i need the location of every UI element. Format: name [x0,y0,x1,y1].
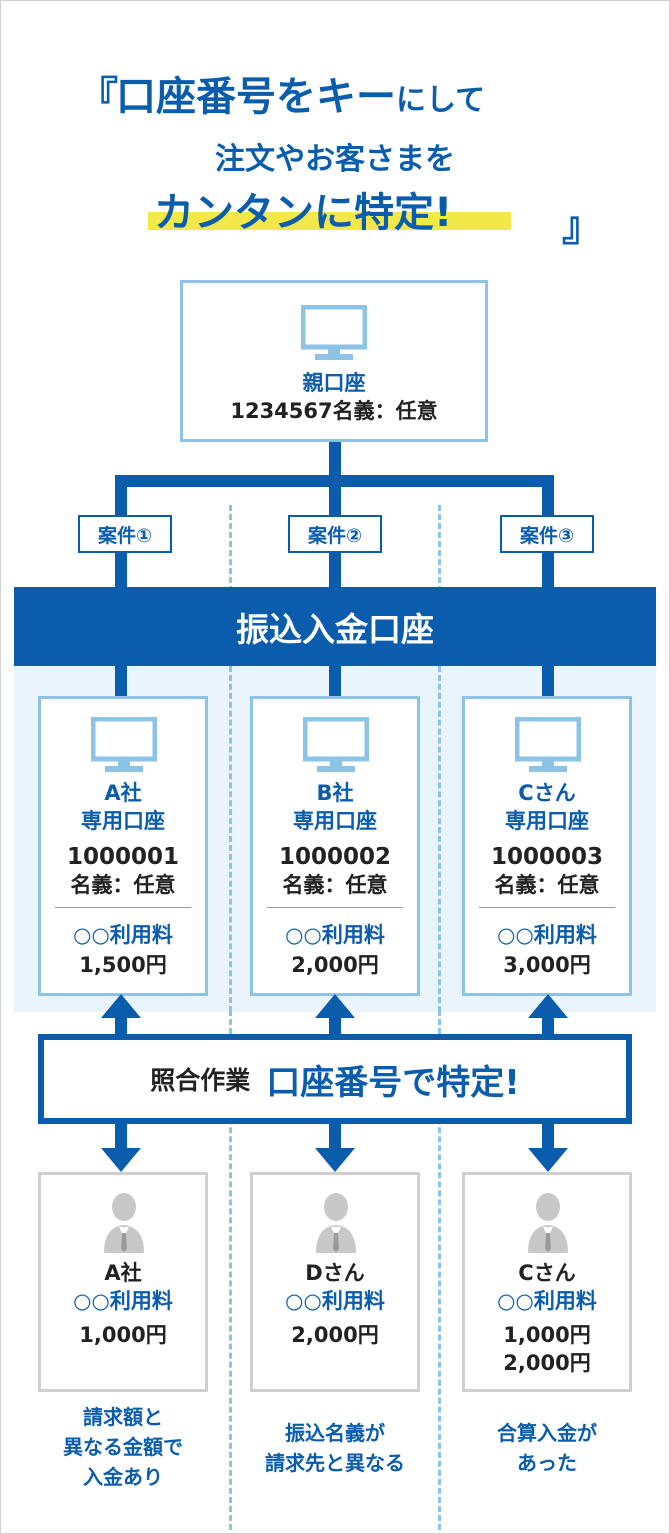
column-divider-left [229,666,232,1012]
account-number: 1000001 [66,844,180,870]
column-divider-right [438,505,441,1530]
fee-amount: 3,000円 [503,953,591,977]
account-number: 1000002 [278,844,392,870]
fee-label: ○○利用料 [497,923,597,947]
fee-label: ○○利用料 [73,923,173,947]
headline-suffix: にして [396,83,486,118]
fee-amount: 1,500円 [79,953,167,977]
fee-label: ○○利用料 [285,1289,385,1313]
note-line: 請求先と異なる [265,1451,405,1475]
headline-key-phrase: 口座番号をキー [116,74,396,120]
account-name: B社 [316,781,354,805]
matching-box: 照合作業 口座番号で特定! [38,1034,632,1124]
note-line: 異なる金額で [63,1435,183,1459]
note-line: あった [517,1451,577,1475]
payer-amount: 1,000円 [79,1323,167,1347]
transfer-account-banner: 振込入金口座 [14,587,656,666]
computer-monitor-icon [515,717,581,772]
account-holder: 名義：任意 [494,873,600,897]
case-tag-3: 案件③ [500,515,594,553]
note-line: 請求額と [83,1405,163,1429]
matching-emphasis: 口座番号で特定! [266,1062,520,1103]
payer-amount: 2,000円 [503,1351,591,1375]
account-type: 専用口座 [505,809,589,833]
person-icon [316,1193,356,1253]
account-type: 専用口座 [81,809,165,833]
computer-monitor-icon [303,717,369,772]
account-holder: 名義：任意 [282,873,388,897]
fee-amount: 2,000円 [291,953,379,977]
note-line: 合算入金が [497,1421,597,1445]
tree-connector [542,664,554,698]
headline-line1: 口座番号をキーにして [116,64,485,122]
account-name: A社 [104,781,142,805]
person-icon [104,1193,144,1253]
headline-highlight [148,212,511,230]
note-line: 入金あり [83,1465,163,1489]
case-tag-1: 案件① [78,515,172,553]
tree-connector [329,440,341,480]
case-tag-2: 案件② [288,515,382,553]
fee-label: ○○利用料 [285,923,385,947]
tree-connector [329,664,341,698]
fee-label: ○○利用料 [73,1289,173,1313]
payer-name: A社 [104,1261,142,1285]
account-type: 専用口座 [293,809,377,833]
computer-monitor-icon [301,305,367,360]
tree-connector [115,664,127,698]
person-icon [528,1193,568,1253]
divider [55,907,191,908]
parent-account-detail: 1234567名義：任意 [230,399,438,423]
close-quote: 』 [562,204,602,250]
headline-line2: 注文やお客さまを [215,142,455,177]
payer-box-a: A社 ○○利用料 1,000円 [38,1172,208,1392]
account-box-c: Cさん 専用口座 1000003 名義：任意 ○○利用料 3,000円 [462,696,632,996]
payer-amount: 1,000円 [503,1323,591,1347]
payer-name: Cさん [518,1261,576,1285]
account-box-a: A社 専用口座 1000001 名義：任意 ○○利用料 1,500円 [38,696,208,996]
column-divider-right [438,666,441,1012]
fee-label: ○○利用料 [497,1289,597,1313]
parent-account-label: 親口座 [302,371,366,395]
payer-name: Dさん [305,1261,365,1285]
computer-monitor-icon [91,717,157,772]
parent-account-box: 親口座 1234567名義：任意 [180,280,488,442]
account-name: Cさん [518,781,576,805]
column-divider-left [229,505,232,1530]
payer-note-a: 請求額と 異なる金額で 入金あり [20,1402,226,1492]
matching-label: 照合作業 [150,1066,251,1095]
payer-box-d: Dさん ○○利用料 2,000円 [250,1172,420,1392]
account-number: 1000003 [490,844,604,870]
account-holder: 名義：任意 [70,873,176,897]
divider [479,907,615,908]
account-box-b: B社 専用口座 1000002 名義：任意 ○○利用料 2,000円 [250,696,420,996]
payer-note-c: 合算入金が あった [444,1418,650,1478]
note-line: 振込名義が [285,1421,385,1445]
divider [267,907,403,908]
headline-line3: カンタンに特定! [154,190,453,236]
payer-note-d: 振込名義が 請求先と異なる [232,1418,438,1478]
payer-amount: 2,000円 [291,1323,379,1347]
open-quote: 『 [78,74,118,120]
payer-box-c: Cさん ○○利用料 1,000円 2,000円 [462,1172,632,1392]
